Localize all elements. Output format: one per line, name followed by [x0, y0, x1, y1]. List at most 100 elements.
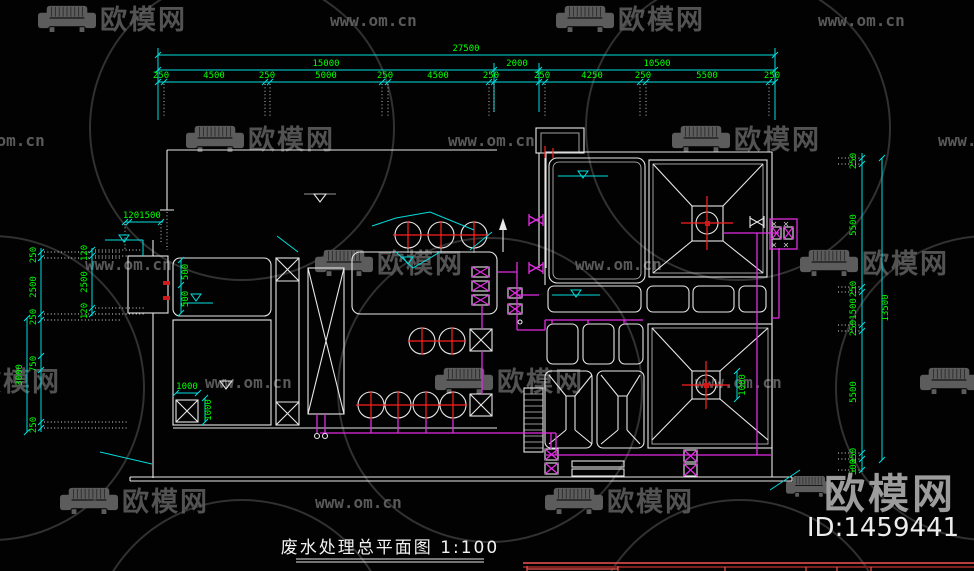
- dim-label: 2000: [506, 59, 528, 69]
- dim-label: 15000: [312, 59, 339, 69]
- drain-valve-boxes: [544, 448, 698, 477]
- dim-label: 5500: [849, 381, 859, 403]
- hub-valve-boxes: [507, 287, 523, 325]
- piping-magenta: [313, 214, 798, 477]
- dim-label: 250: [849, 320, 859, 336]
- sludge-hopper: [596, 370, 645, 449]
- right-dimension-chain: 250 5500 250 1500 250 5500 250 500 13500: [838, 153, 891, 475]
- watermark-url: www.om.cn: [330, 11, 417, 30]
- sofa-watermark-icon: [60, 487, 118, 515]
- dim-label: 1000: [176, 382, 198, 392]
- drawing-title: 废水处理总平面图 1:100: [281, 538, 499, 563]
- dim-label: 4250: [581, 71, 603, 81]
- dosing-tank: [351, 251, 498, 315]
- watermark-brand: 欧模网: [100, 5, 187, 36]
- watermark-url: www.om.cn: [695, 373, 782, 392]
- dim-label: 10500: [643, 59, 670, 69]
- sofa-watermark-icon: [800, 249, 858, 277]
- distribution-channels: [547, 285, 767, 313]
- dim-label: 5000: [315, 71, 337, 81]
- inlet-channel: [535, 127, 585, 268]
- dim-label: 2500: [80, 271, 90, 293]
- sump-box: [175, 399, 199, 423]
- watermark-brand: 欧模网: [122, 487, 209, 518]
- sludge-hopper: [544, 370, 593, 449]
- tank-rect: [172, 319, 272, 426]
- dim-label: 1500: [849, 298, 859, 320]
- sofa-watermark-icon: [435, 367, 493, 395]
- top-dimension-chain: 27500 15000 2000 10500 250 4500 250 5000…: [153, 44, 780, 120]
- dim-label: 250: [635, 71, 651, 81]
- water-level-marker: [218, 380, 234, 390]
- tall-x-tank: [307, 267, 345, 415]
- weir-bars: [571, 460, 625, 477]
- flow-arrow: [499, 218, 507, 252]
- watermark-url: www.om.cn: [818, 11, 905, 30]
- sofa-watermark-icon: [186, 125, 244, 153]
- site-id-text: ID:1459441: [807, 513, 959, 543]
- pump-circle-row-top: [393, 221, 489, 253]
- watermark-url: www.om.cn: [575, 255, 662, 274]
- dim-label: 250: [153, 71, 169, 81]
- ladder: [523, 387, 544, 453]
- dim-label: 4500: [427, 71, 449, 81]
- dim-label: 3000: [15, 364, 25, 386]
- watermark-brand: 欧模网: [248, 125, 335, 156]
- valve-tee-symbols: [749, 216, 794, 248]
- dim-label: 250: [259, 71, 275, 81]
- drawing-title-text: 废水处理总平面图 1:100: [281, 538, 499, 558]
- dim-label: 27500: [452, 44, 479, 54]
- dim-label: 1500: [139, 211, 161, 221]
- dim-label: 250: [483, 71, 499, 81]
- dim-label: 120: [123, 211, 139, 221]
- pump-circle-row-bottom: [356, 391, 493, 419]
- water-level-marker: [304, 193, 336, 203]
- watermark-brand: 欧模网: [734, 125, 821, 156]
- watermark-brand: 欧模网: [607, 487, 694, 518]
- inner-dimensions: 500 500 1000 1000 1000: [172, 256, 748, 426]
- dim-label: 500: [849, 459, 859, 475]
- watermark-brand: 欧模网: [0, 367, 61, 398]
- site-logo: 欧模网 ID:1459441: [786, 470, 959, 543]
- sofa-watermark-icon: [672, 125, 730, 153]
- dim-label: 250: [29, 309, 39, 325]
- dim-label: 5500: [696, 71, 718, 81]
- water-levels-cyan: [99, 170, 801, 491]
- plant-structure: [127, 127, 794, 482]
- clarifier-top: [648, 159, 768, 278]
- watermark-url: www.om.cn: [205, 373, 292, 392]
- title-block-frame: [523, 562, 974, 571]
- watermark-url: www.om.cn: [448, 131, 535, 150]
- dim-label: 750: [29, 356, 39, 372]
- sofa-watermark-icon: [38, 5, 96, 33]
- sofa-watermark-icon: [556, 5, 614, 33]
- tank-round: [172, 257, 272, 317]
- dim-label: 2500: [29, 276, 39, 298]
- aeration-cells: [546, 323, 644, 365]
- dim-label: 250: [849, 448, 859, 464]
- dim-label: 120: [80, 303, 90, 319]
- sofa-watermark-icon: [545, 487, 603, 515]
- mixer-boxes: [471, 266, 490, 306]
- watermark-brand: 欧模网: [497, 367, 584, 398]
- equipment-pumps: [163, 146, 733, 419]
- dim-label: 13500: [881, 294, 891, 321]
- dim-label: 250: [849, 281, 859, 297]
- dim-label: 250: [849, 153, 859, 169]
- dim-label: 250: [29, 417, 39, 433]
- watermark-brand: 欧模网: [377, 249, 464, 280]
- left-dimension-chain: 250 2500 250 3000 750 250 120 2500 120 1…: [15, 211, 165, 436]
- dim-label: 1000: [738, 374, 748, 396]
- dim-label: 250: [377, 71, 393, 81]
- watermark-url: www.om.cn: [0, 131, 45, 150]
- dim-label: 250: [29, 247, 39, 263]
- watermark-brand: 欧模网: [618, 5, 705, 36]
- channel-strip: [275, 257, 300, 426]
- dim-label: 500: [181, 291, 191, 307]
- site-logo-text: 欧模网: [824, 470, 956, 518]
- dim-label: 120: [80, 245, 90, 261]
- dim-label: 5500: [849, 214, 859, 236]
- dim-label: 250: [764, 71, 780, 81]
- dim-label: 4500: [203, 71, 225, 81]
